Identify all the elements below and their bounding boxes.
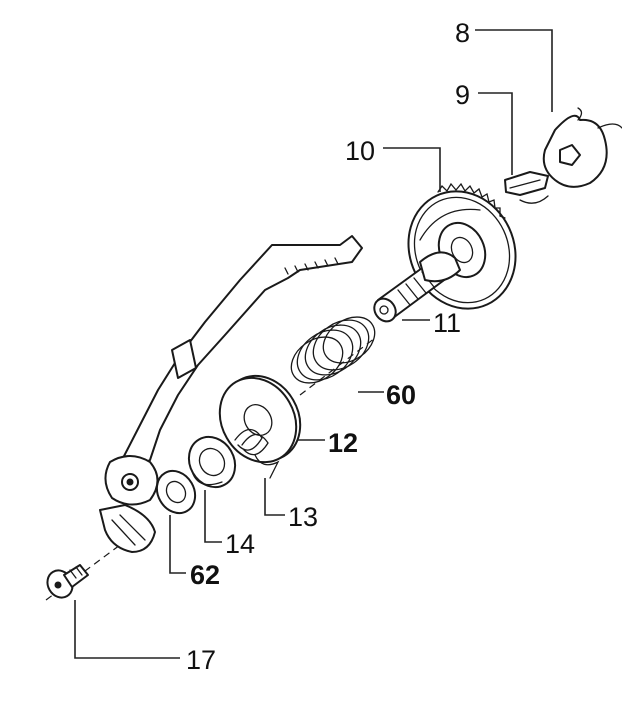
part-12-washer	[218, 374, 302, 464]
part-60-coil-spring	[290, 316, 376, 384]
label-part-11: 11	[433, 308, 461, 338]
part-14-bush	[187, 435, 237, 489]
part-13-torsion-spring	[234, 428, 280, 479]
label-part-62: 62	[190, 560, 220, 590]
leader-lines	[74, 29, 553, 659]
part-62-spacer	[155, 469, 197, 515]
part-17-bolt	[46, 564, 89, 599]
part-8-stopper-plate	[542, 107, 622, 188]
part-labels: 8 9 10 11 60 12 13 14 62 17	[186, 18, 470, 675]
label-part-12: 12	[328, 428, 358, 458]
label-part-17: 17	[186, 645, 216, 675]
part-11-starter-shaft	[373, 251, 461, 323]
label-part-14: 14	[225, 529, 255, 559]
label-part-10: 10	[345, 136, 375, 166]
label-part-9: 9	[455, 80, 470, 110]
label-part-8: 8	[455, 18, 470, 48]
label-part-60: 60	[386, 380, 416, 410]
kick-starter-lever	[99, 235, 363, 553]
label-part-13: 13	[288, 502, 318, 532]
part-9-spring-clip	[504, 171, 549, 204]
